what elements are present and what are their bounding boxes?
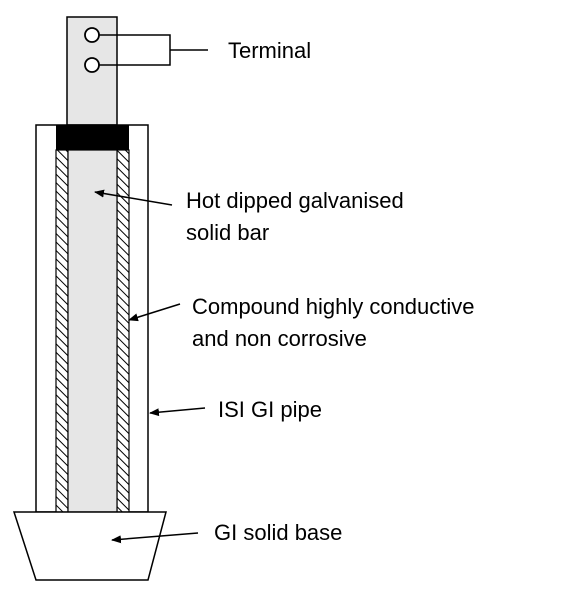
label-terminal: Terminal	[228, 38, 311, 63]
arrow-pipe	[149, 407, 206, 417]
label-base: GI solid base	[214, 520, 342, 545]
label-bar-line2: solid bar	[186, 220, 269, 245]
label-bar-line1: Hot dipped galvanised	[186, 188, 404, 213]
terminal-bracket	[99, 34, 208, 66]
seal-cap	[56, 125, 129, 150]
solid-bar	[67, 149, 118, 513]
compound-layer-right	[116, 149, 130, 513]
arrow-compound	[128, 303, 181, 322]
terminal-hole-bottom	[84, 57, 100, 73]
terminal-hole-top	[84, 27, 100, 43]
arrow-bar	[94, 189, 173, 206]
gi-solid-base	[12, 511, 167, 581]
arrow-base	[111, 532, 199, 544]
compound-layer-left	[55, 149, 69, 513]
label-compound-line1: Compound highly conductive	[192, 294, 475, 319]
label-pipe: ISI GI pipe	[218, 397, 322, 422]
label-compound-line2: and non corrosive	[192, 326, 367, 351]
